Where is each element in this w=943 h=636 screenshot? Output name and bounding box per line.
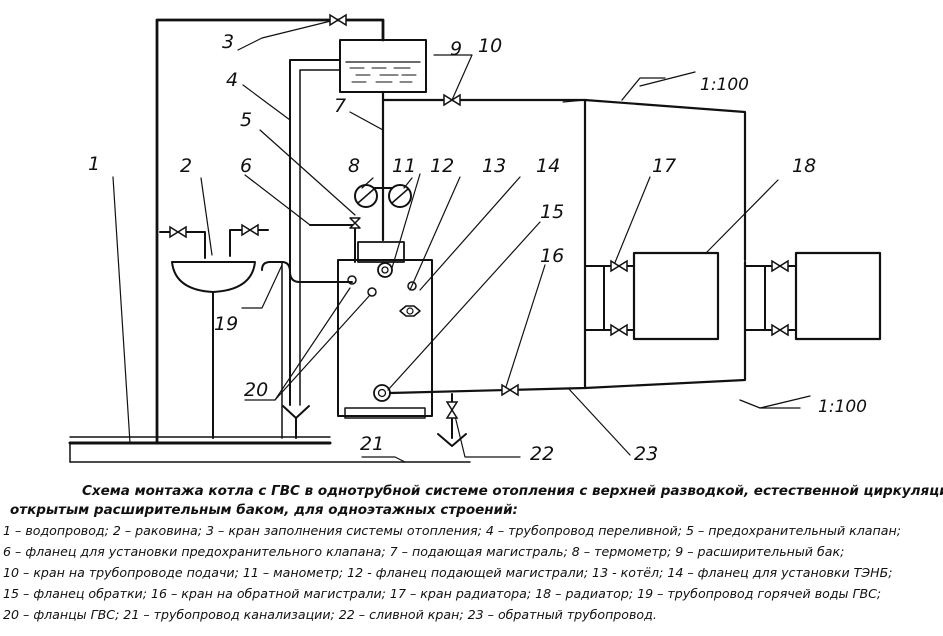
legend-line: 6 – фланец для установки предохранительн… [3,544,845,559]
legend-line: 20 – фланцы ГВС; 21 – трубопровод канали… [3,607,657,622]
caption-title-line-1: Схема монтажа котла с ГВС в однотрубной … [82,483,943,499]
caption: Схема монтажа котла с ГВС в однотрубной … [0,482,943,636]
callout-23: 23 [634,443,658,465]
radiator-1 [632,251,720,341]
radiator-valve-icon [610,260,628,272]
slope-label-bottom: 1:100 [818,397,867,417]
callout-19: 19 [214,313,238,335]
callout-6: 6 [240,155,252,177]
expansion-tank [339,39,427,93]
radiator-2 [794,251,882,341]
sink-tap-left-icon [169,226,187,238]
fill-valve-icon [329,14,347,26]
callout-15: 15 [540,201,564,223]
water-riser-pipe [155,18,385,445]
callout-8: 8 [348,155,360,177]
callout-9: 9 [450,38,462,60]
heating-schematic: 1 2 3 4 5 6 7 8 9 10 11 12 13 14 15 16 1… [68,14,882,465]
sink [171,261,256,293]
legend-line: 1 – водопровод; 2 – раковина; 3 – кран з… [3,523,901,538]
callout-5: 5 [240,109,252,131]
callout-13: 13 [482,155,506,177]
supply-valve-icon [443,94,461,106]
callout-10: 10 [478,35,502,57]
safety-valve-icon [349,217,361,229]
drain-valve-icon [446,401,458,419]
callout-12: 12 [430,155,454,177]
hot-water-pipe [261,261,353,283]
callout-3: 3 [222,31,234,53]
caption-title: Схема монтажа котла с ГВС в однотрубной … [0,482,943,520]
callout-18: 18 [792,155,816,177]
sink-tap-right-icon [241,224,259,236]
return-main-pipe [388,260,747,395]
heater-flange-icon [399,305,421,317]
callout-21: 21 [360,433,384,455]
legend-line: 15 – фланец обратки; 16 – кран на обратн… [3,586,882,601]
radiator-valve-icon [771,324,789,336]
callout-2: 2 [180,155,192,177]
supply-flange-icon [377,262,393,278]
radiator-valve-icon [610,324,628,336]
callout-17: 17 [652,155,676,177]
callout-20: 20 [244,379,268,401]
radiator-valve-icon [771,260,789,272]
callout-16: 16 [540,245,564,267]
callout-11: 11 [392,155,416,177]
return-flange-icon [373,384,391,402]
callout-14: 14 [536,155,560,177]
dhw-flange-icon [347,275,357,285]
callout-7: 7 [334,95,346,117]
return-valve-icon [501,384,519,396]
legend-line: 10 – кран на трубопроводе подачи; 11 – м… [3,565,893,580]
callout-4: 4 [226,69,238,91]
callout-22: 22 [530,443,554,465]
callout-1: 1 [88,153,100,175]
overflow-pipe [289,59,341,406]
slope-label-top: 1:100 [700,75,749,95]
caption-title-line-2: открытым расширительным баком, для одноэ… [10,502,518,518]
boiler [337,259,433,417]
